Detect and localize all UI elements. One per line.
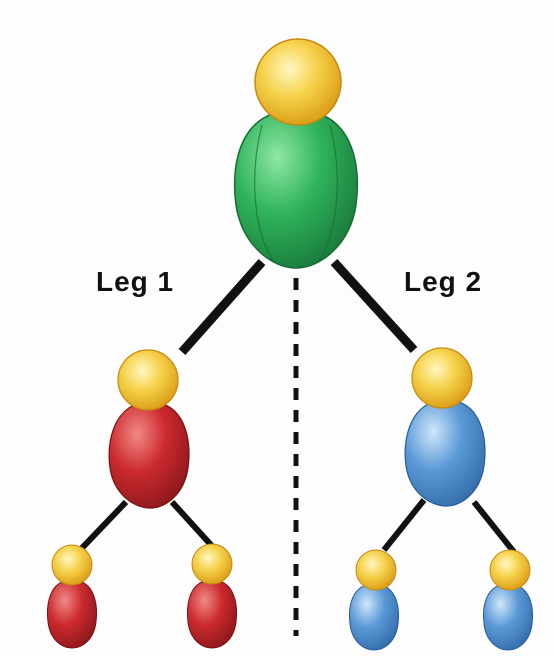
leg1-person-icon	[108, 349, 190, 509]
leg1-left-connector	[79, 499, 129, 551]
leg2-label: Leg 2	[404, 266, 483, 297]
sponsor-person-icon	[233, 38, 359, 269]
leg2-left-child-icon	[349, 549, 399, 651]
leg2-person-icon	[404, 347, 486, 507]
leg2-right-child-icon	[483, 549, 533, 651]
leg2-right-connector	[471, 500, 517, 554]
leg1-connector	[178, 259, 266, 355]
leg1-right-connector	[169, 499, 215, 549]
leg1-label: Leg 1	[96, 266, 175, 297]
leg1-left-child-icon	[47, 544, 97, 649]
leg2-connector	[330, 258, 418, 354]
leg1-right-child-icon	[187, 543, 237, 649]
leg2-left-connector	[381, 498, 427, 552]
connectors	[79, 258, 517, 636]
